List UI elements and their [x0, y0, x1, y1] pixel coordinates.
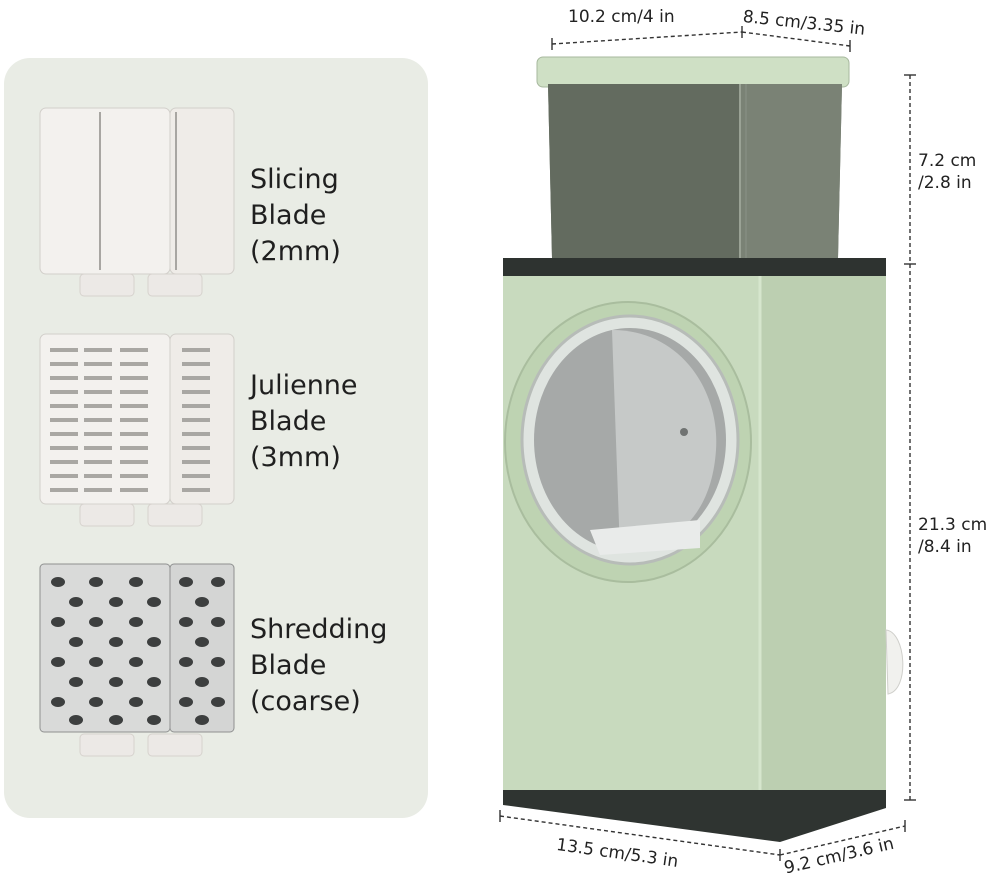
julienne-blade-image	[39, 333, 235, 527]
hopper-height-label: 7.2 cm /2.8 in	[918, 150, 976, 194]
dimension-lines	[499, 31, 911, 856]
crank-handle	[885, 629, 904, 695]
body-height-label: 21.3 cm /8.4 in	[918, 514, 987, 558]
blade-size-line: (3mm)	[250, 442, 341, 473]
blade-name-line: Blade	[250, 200, 327, 231]
drum-opening	[504, 301, 752, 583]
body-height-cm: 21.3 cm	[918, 515, 988, 535]
hopper-height-cm: 7.2 cm	[918, 151, 977, 171]
shredding-blade-image	[39, 563, 235, 757]
body-height-in: /8.4 in	[918, 537, 972, 557]
hopper	[536, 56, 850, 258]
blade-name-line: Blade	[250, 650, 327, 681]
blade-name-line: Blade	[250, 406, 327, 437]
blade-name-line: Julienne	[250, 370, 358, 401]
blade-name-line: Slicing	[250, 164, 339, 195]
blade-size-line: (coarse)	[250, 686, 361, 717]
top-width-label: 10.2 cm/4 in	[568, 7, 675, 27]
hopper-height-in: /2.8 in	[918, 173, 972, 193]
slicing-blade-image	[39, 107, 235, 297]
dimension-ticks	[499, 26, 916, 861]
lid-band	[503, 258, 886, 276]
blade-name-line: Shredding	[250, 614, 388, 645]
blade-size-line: (2mm)	[250, 236, 341, 267]
